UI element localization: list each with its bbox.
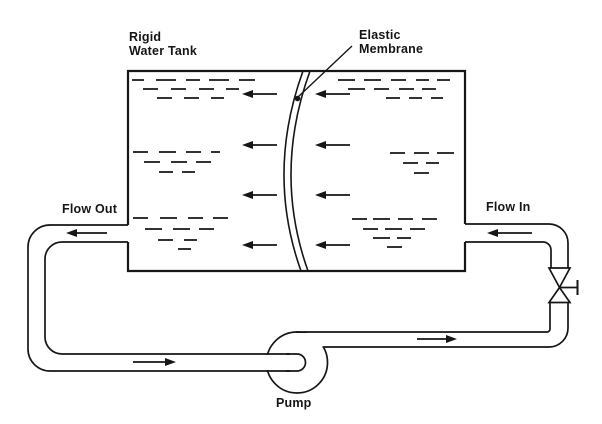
label-rigid-water-tank: Rigid Water Tank bbox=[129, 30, 197, 58]
label-elastic-membrane-line2: Membrane bbox=[359, 42, 424, 56]
flow-out-arrow-head bbox=[66, 229, 77, 237]
tank-arrow-left-row2-head bbox=[242, 141, 253, 149]
flow-arrows bbox=[66, 90, 532, 366]
membrane-pointer-line bbox=[297, 45, 353, 98]
label-rigid-water-tank-line1: Rigid bbox=[129, 30, 162, 44]
label-elastic-membrane-line1: Elastic bbox=[359, 28, 401, 42]
flow-out-pipe-outer-edge bbox=[27, 224, 290, 372]
label-pump: Pump bbox=[276, 396, 312, 410]
water-dashes bbox=[132, 79, 454, 250]
flow-in-arrow-head bbox=[487, 229, 498, 237]
valve-top-triangle bbox=[547, 267, 572, 290]
pump-inlet-pipe-fill bbox=[240, 355, 305, 370]
flow-in-pipe-outer-edge bbox=[465, 223, 569, 268]
valve-bottom-triangle bbox=[547, 286, 572, 304]
flow-in-pipe-inner-edge bbox=[465, 241, 552, 268]
membrane-anchor-dot bbox=[294, 95, 301, 102]
flow-out-pipe-inner-edge bbox=[44, 241, 290, 355]
elastic-membrane-curve-left bbox=[283, 70, 304, 272]
tank-arrow-right-row2-head bbox=[315, 141, 326, 149]
tank-arrow-left-row1-head bbox=[242, 90, 253, 98]
label-flow-in: Flow In bbox=[486, 200, 531, 214]
tank-outline bbox=[126, 69, 467, 273]
pump-inlet-cap bbox=[286, 353, 307, 372]
label-elastic-membrane: Elastic Membrane bbox=[359, 28, 423, 56]
bottom-left-arrow-head bbox=[165, 358, 176, 366]
label-flow-out: Flow Out bbox=[62, 202, 118, 216]
elastic-membrane-curve-right bbox=[290, 70, 311, 272]
tank-arrow-right-row1-head bbox=[315, 90, 326, 98]
tank-arrow-right-row4-head bbox=[315, 241, 326, 249]
pump-outlet-pipe-top-edge bbox=[296, 303, 551, 333]
pump-outlet-pipe-bottom-edge bbox=[323, 303, 569, 348]
tank-arrow-left-row3-head bbox=[242, 191, 253, 199]
tank-arrow-left-row4-head bbox=[242, 241, 253, 249]
bottom-right-arrow-head bbox=[446, 335, 457, 343]
tank-arrow-right-row3-head bbox=[315, 191, 326, 199]
pump-outlet-pipe-fill bbox=[296, 333, 357, 347]
label-rigid-water-tank-line2: Water Tank bbox=[129, 44, 197, 58]
